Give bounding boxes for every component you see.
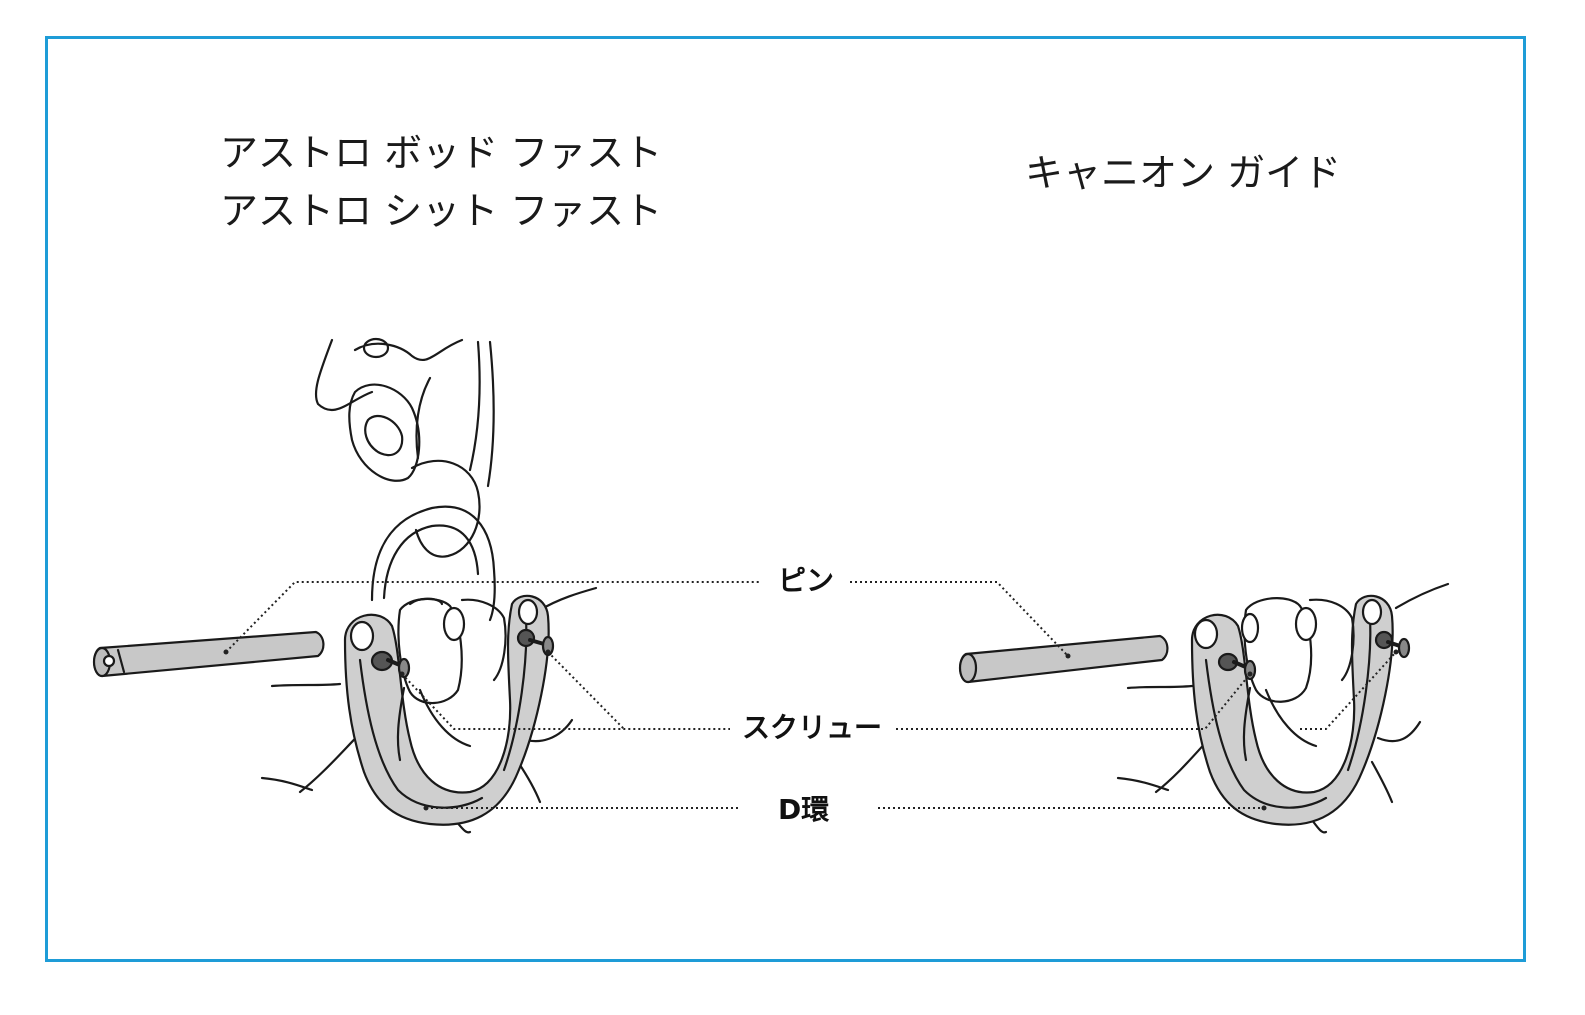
left-harness-body xyxy=(260,337,598,834)
right-harness-body xyxy=(1116,582,1450,834)
leader-endpoints xyxy=(223,649,1399,811)
right-screw-back xyxy=(1374,630,1411,659)
left-title-line-2: アストロ シット ファスト xyxy=(220,189,663,233)
right-pin xyxy=(958,634,1169,684)
left-title-line-1: アストロ ボッド ファスト xyxy=(220,131,663,175)
right-screw-front xyxy=(1217,652,1257,681)
right-product-title: キャニオン ガイド xyxy=(1025,151,1342,195)
left-product-title: アストロ ボッド ファスト アストロ シット ファスト xyxy=(220,124,662,240)
diagram-frame xyxy=(45,36,1526,962)
left-screw-back xyxy=(516,628,555,657)
right-central-buckle xyxy=(1240,597,1355,762)
leader-screw-left-1 xyxy=(401,673,730,730)
leader-lines xyxy=(225,581,1397,809)
leader-pin-right xyxy=(850,581,1069,657)
leader-screw-left-2 xyxy=(547,651,625,730)
d-ring-label: D環 xyxy=(772,793,836,827)
left-d-ring xyxy=(343,505,550,826)
leader-screw-right-1 xyxy=(896,673,1251,730)
left-central-buckle xyxy=(396,597,507,762)
leader-screw-right-2 xyxy=(1300,651,1397,730)
pin-label: ピン xyxy=(772,564,841,598)
right-d-ring xyxy=(1190,594,1394,826)
left-pin xyxy=(92,630,325,678)
screw-label: スクリュー xyxy=(736,711,889,745)
